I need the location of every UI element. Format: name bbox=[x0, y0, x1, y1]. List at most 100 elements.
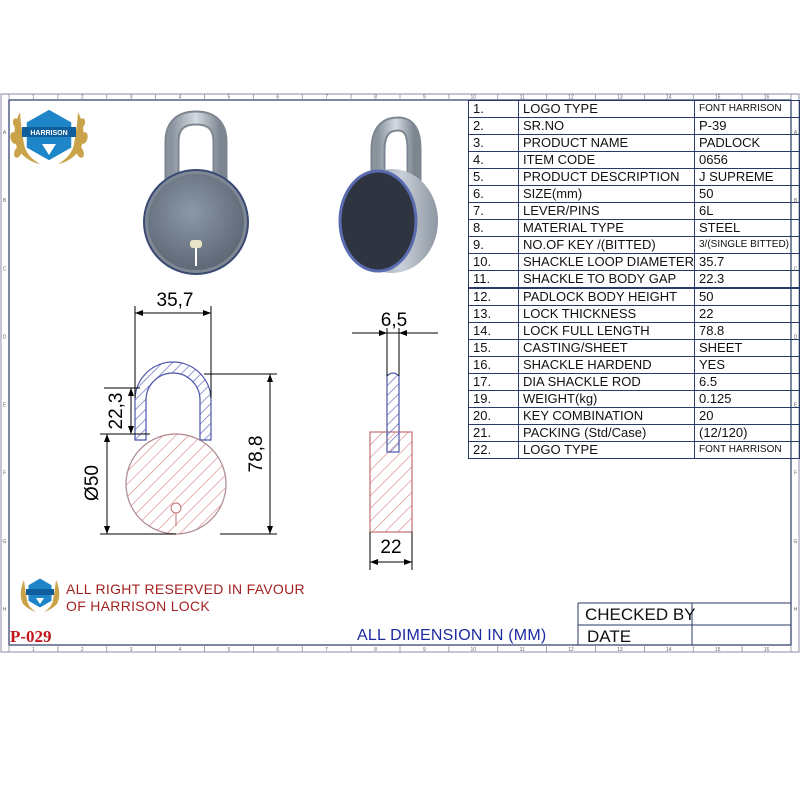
spec-no: 17. bbox=[468, 373, 519, 391]
ruler-number: 9 bbox=[423, 95, 426, 101]
spec-value: 78.8 bbox=[693, 322, 800, 340]
spec-label: KEY COMBINATION bbox=[518, 407, 695, 425]
ruler-number: 2 bbox=[81, 95, 84, 101]
ruler-letter: E bbox=[3, 403, 7, 409]
dim-shackle-width: 35,7 bbox=[157, 290, 194, 311]
spec-no: 20. bbox=[468, 407, 519, 425]
ruler-letter: H bbox=[794, 607, 798, 613]
spec-label: WEIGHT(kg) bbox=[518, 390, 695, 408]
ruler-number: 14 bbox=[666, 95, 672, 101]
spec-label: LOCK THICKNESS bbox=[518, 305, 695, 323]
spec-label: MATERIAL TYPE bbox=[518, 219, 695, 237]
dim-body-dia: Ø50 bbox=[82, 465, 103, 501]
ruler-number: 11 bbox=[520, 647, 525, 653]
harrison-logo: HARRISON bbox=[10, 108, 88, 164]
ruler-number: 11 bbox=[520, 95, 525, 101]
spec-no: 14. bbox=[468, 322, 519, 340]
dim-gap: 22,3 bbox=[106, 393, 127, 430]
spec-no: 4. bbox=[468, 151, 519, 169]
spec-label: LEVER/PINS bbox=[518, 202, 695, 220]
ruler-number: 9 bbox=[423, 647, 426, 653]
spec-value: (12/120) bbox=[693, 424, 800, 442]
spec-value: 50 bbox=[693, 185, 800, 203]
ruler-number: 3 bbox=[130, 647, 133, 653]
spec-row: 19.WEIGHT(kg)0.125 bbox=[468, 390, 800, 408]
spec-label: ITEM CODE bbox=[518, 151, 695, 169]
logo-text: HARRISON bbox=[30, 130, 67, 137]
spec-value: 22 bbox=[693, 305, 800, 323]
ruler-letter: F bbox=[3, 471, 6, 477]
spec-no: 15. bbox=[468, 339, 519, 357]
ruler-number: 10 bbox=[471, 647, 477, 653]
checked-by-label: CHECKED BY bbox=[585, 605, 696, 624]
spec-value: 0656 bbox=[693, 151, 800, 169]
ruler-letter: A bbox=[3, 130, 7, 136]
spec-label: LOGO TYPE bbox=[518, 441, 695, 459]
ruler-number: 12 bbox=[568, 95, 574, 101]
ruler-number: 13 bbox=[617, 647, 623, 653]
spec-value: FONT HARRISON bbox=[693, 441, 800, 459]
spec-value: YES bbox=[693, 356, 800, 374]
ruler-letter: C bbox=[3, 266, 7, 272]
rights-line-2: OF HARRISON LOCK bbox=[66, 598, 211, 614]
spec-value: 6L bbox=[693, 202, 800, 220]
ruler-ticks bbox=[8, 94, 792, 652]
ruler-number: 15 bbox=[715, 95, 721, 101]
ruler-number: 13 bbox=[617, 95, 623, 101]
signature-box bbox=[577, 602, 791, 645]
spec-value: 20 bbox=[693, 407, 800, 425]
spec-label: LOGO TYPE bbox=[518, 100, 695, 118]
ruler-number: 7 bbox=[325, 95, 328, 101]
spec-value: STEEL bbox=[693, 219, 800, 237]
spec-value: PADLOCK bbox=[693, 134, 800, 152]
spec-value: J SUPREME bbox=[693, 168, 800, 186]
ruler-number: 10 bbox=[471, 95, 477, 101]
ruler-number: 7 bbox=[325, 647, 328, 653]
ruler-number: 16 bbox=[764, 95, 770, 101]
ruler-number: 8 bbox=[374, 95, 377, 101]
spec-label: PADLOCK BODY HEIGHT bbox=[518, 287, 695, 306]
spec-label: SHACKLE TO BODY GAP bbox=[518, 270, 695, 289]
spec-no: 2. bbox=[468, 117, 519, 135]
padlock-side-render bbox=[338, 116, 438, 273]
spec-label: PACKING (Std/Case) bbox=[518, 424, 695, 442]
date-label: DATE bbox=[587, 627, 632, 646]
spec-label: LOCK FULL LENGTH bbox=[518, 322, 695, 340]
ruler-number: 5 bbox=[228, 95, 231, 101]
ruler-letter: H bbox=[3, 607, 7, 613]
units-note: ALL DIMENSION IN (MM) bbox=[357, 627, 547, 644]
rights-notice: ALL RIGHT RESERVED IN FAVOUR OF HARRISON… bbox=[66, 581, 305, 615]
dim-thickness: 22 bbox=[380, 537, 401, 558]
spec-value: 3/(SINGLE BITTED) bbox=[693, 236, 800, 254]
ruler-number: 16 bbox=[764, 647, 770, 653]
front-view-drawing: 35,7 22,3 78,8 Ø50 bbox=[82, 290, 277, 535]
spec-no: 3. bbox=[468, 134, 519, 152]
ruler-number: 4 bbox=[179, 647, 182, 653]
side-view-drawing: 6,5 22 bbox=[352, 310, 438, 570]
dim-rod-dia: 6,5 bbox=[381, 310, 407, 331]
dim-full-length: 78,8 bbox=[246, 436, 267, 473]
spec-no: 1. bbox=[468, 100, 519, 118]
spec-value: 22.3 bbox=[693, 270, 800, 289]
spec-no: 16. bbox=[468, 356, 519, 374]
padlock-front-render bbox=[143, 110, 249, 275]
ruler-number: 12 bbox=[568, 647, 574, 653]
spec-no: 19. bbox=[468, 390, 519, 408]
ruler-number: 15 bbox=[715, 647, 721, 653]
spec-label: SIZE(mm) bbox=[518, 185, 695, 203]
ruler-letter: G bbox=[3, 539, 7, 545]
ruler-number: 1 bbox=[32, 647, 35, 653]
spec-label: SR.NO bbox=[518, 117, 695, 135]
spec-label: PRODUCT NAME bbox=[518, 134, 695, 152]
